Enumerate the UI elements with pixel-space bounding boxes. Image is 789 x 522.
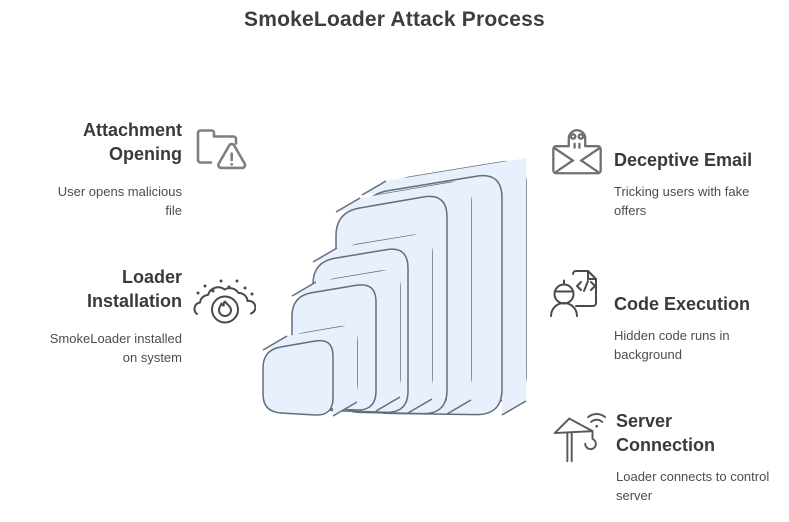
step-description: SmokeLoader installed on system bbox=[49, 331, 182, 365]
crane-wifi-icon bbox=[548, 403, 608, 467]
step-description: Tricking users with fake offers bbox=[614, 184, 750, 218]
step-heading: Attachment Opening bbox=[82, 120, 182, 164]
step-description: Hidden code runs in background bbox=[614, 328, 730, 362]
step-heading: Loader Installation bbox=[86, 267, 182, 311]
step-heading: Code Execution bbox=[614, 294, 751, 314]
smoke-flame-icon bbox=[192, 265, 256, 327]
step-attachment-opening: Attachment Opening User opens malicious … bbox=[42, 118, 248, 220]
step-deceptive-email: Deceptive Email Tricking users with fake… bbox=[548, 122, 769, 220]
folder-warning-icon bbox=[192, 118, 248, 178]
step-loader-installation: Loader Installation SmokeLoader installe… bbox=[42, 265, 256, 367]
step-server-connection: Server Connection Loader connects to con… bbox=[548, 403, 771, 505]
step-heading: Deceptive Email bbox=[614, 150, 753, 170]
step-description: Loader connects to control server bbox=[616, 469, 770, 503]
person-code-file-icon bbox=[548, 262, 606, 322]
step-code-execution: Code Execution Hidden code runs in backg… bbox=[548, 262, 769, 364]
step-heading: Server Connection bbox=[616, 411, 715, 455]
step-description: User opens malicious file bbox=[57, 184, 182, 218]
page-title: SmokeLoader Attack Process bbox=[244, 8, 545, 31]
skull-envelope-icon bbox=[548, 122, 606, 182]
